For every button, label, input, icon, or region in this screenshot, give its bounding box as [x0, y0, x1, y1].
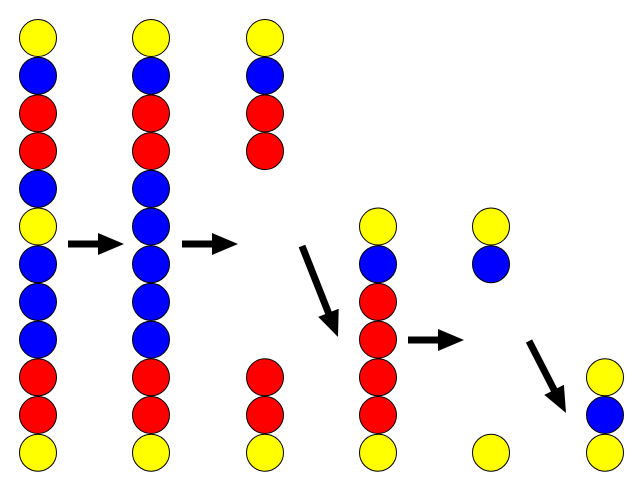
yellow-ball: [132, 433, 170, 472]
stack-1: [19, 19, 57, 472]
blue-ball: [132, 282, 170, 321]
blue-ball: [19, 282, 57, 321]
arrow-5-down-right-icon: [525, 339, 566, 413]
arrow-4-right-icon: [408, 329, 464, 351]
red-ball: [359, 282, 397, 321]
red-ball: [246, 358, 284, 397]
blue-ball: [132, 320, 170, 359]
arrow-2-right-icon: [182, 233, 238, 255]
blue-ball: [132, 245, 170, 284]
yellow-ball: [586, 433, 624, 472]
ball-stacks: [19, 19, 624, 472]
blue-ball: [132, 56, 170, 95]
yellow-ball: [19, 19, 57, 57]
red-ball: [359, 358, 397, 397]
red-ball: [359, 320, 397, 359]
yellow-ball: [586, 358, 624, 397]
red-ball: [132, 132, 170, 171]
red-ball: [132, 94, 170, 133]
yellow-ball: [472, 433, 510, 472]
yellow-ball: [472, 207, 510, 246]
red-ball: [19, 358, 57, 397]
arrow-1-right-icon: [68, 233, 124, 255]
yellow-ball: [359, 207, 397, 246]
blue-ball: [19, 320, 57, 359]
red-ball: [19, 132, 57, 171]
stack-4: [359, 207, 397, 472]
blue-ball: [19, 56, 57, 95]
stack-3: [246, 19, 284, 472]
red-ball: [246, 94, 284, 133]
blue-ball: [132, 169, 170, 208]
blue-ball: [586, 396, 624, 434]
yellow-ball: [246, 433, 284, 472]
yellow-ball: [19, 207, 57, 246]
arrow-3-down-right-icon: [298, 244, 339, 337]
red-ball: [246, 132, 284, 171]
blue-ball: [19, 245, 57, 284]
blue-ball: [359, 245, 397, 284]
red-ball: [359, 396, 397, 434]
blue-ball: [472, 245, 510, 284]
red-ball: [132, 358, 170, 397]
stack-2: [132, 19, 170, 472]
stack-6: [586, 358, 624, 472]
yellow-ball: [246, 19, 284, 57]
blue-ball: [132, 207, 170, 246]
yellow-ball: [132, 19, 170, 57]
transition-arrows: [68, 233, 566, 413]
red-ball: [132, 396, 170, 434]
yellow-ball: [359, 433, 397, 472]
blue-ball: [19, 169, 57, 208]
stack-5: [472, 207, 510, 472]
blue-ball: [246, 56, 284, 95]
red-ball: [246, 396, 284, 434]
red-ball: [19, 396, 57, 434]
red-ball: [19, 94, 57, 133]
yellow-ball: [19, 433, 57, 472]
